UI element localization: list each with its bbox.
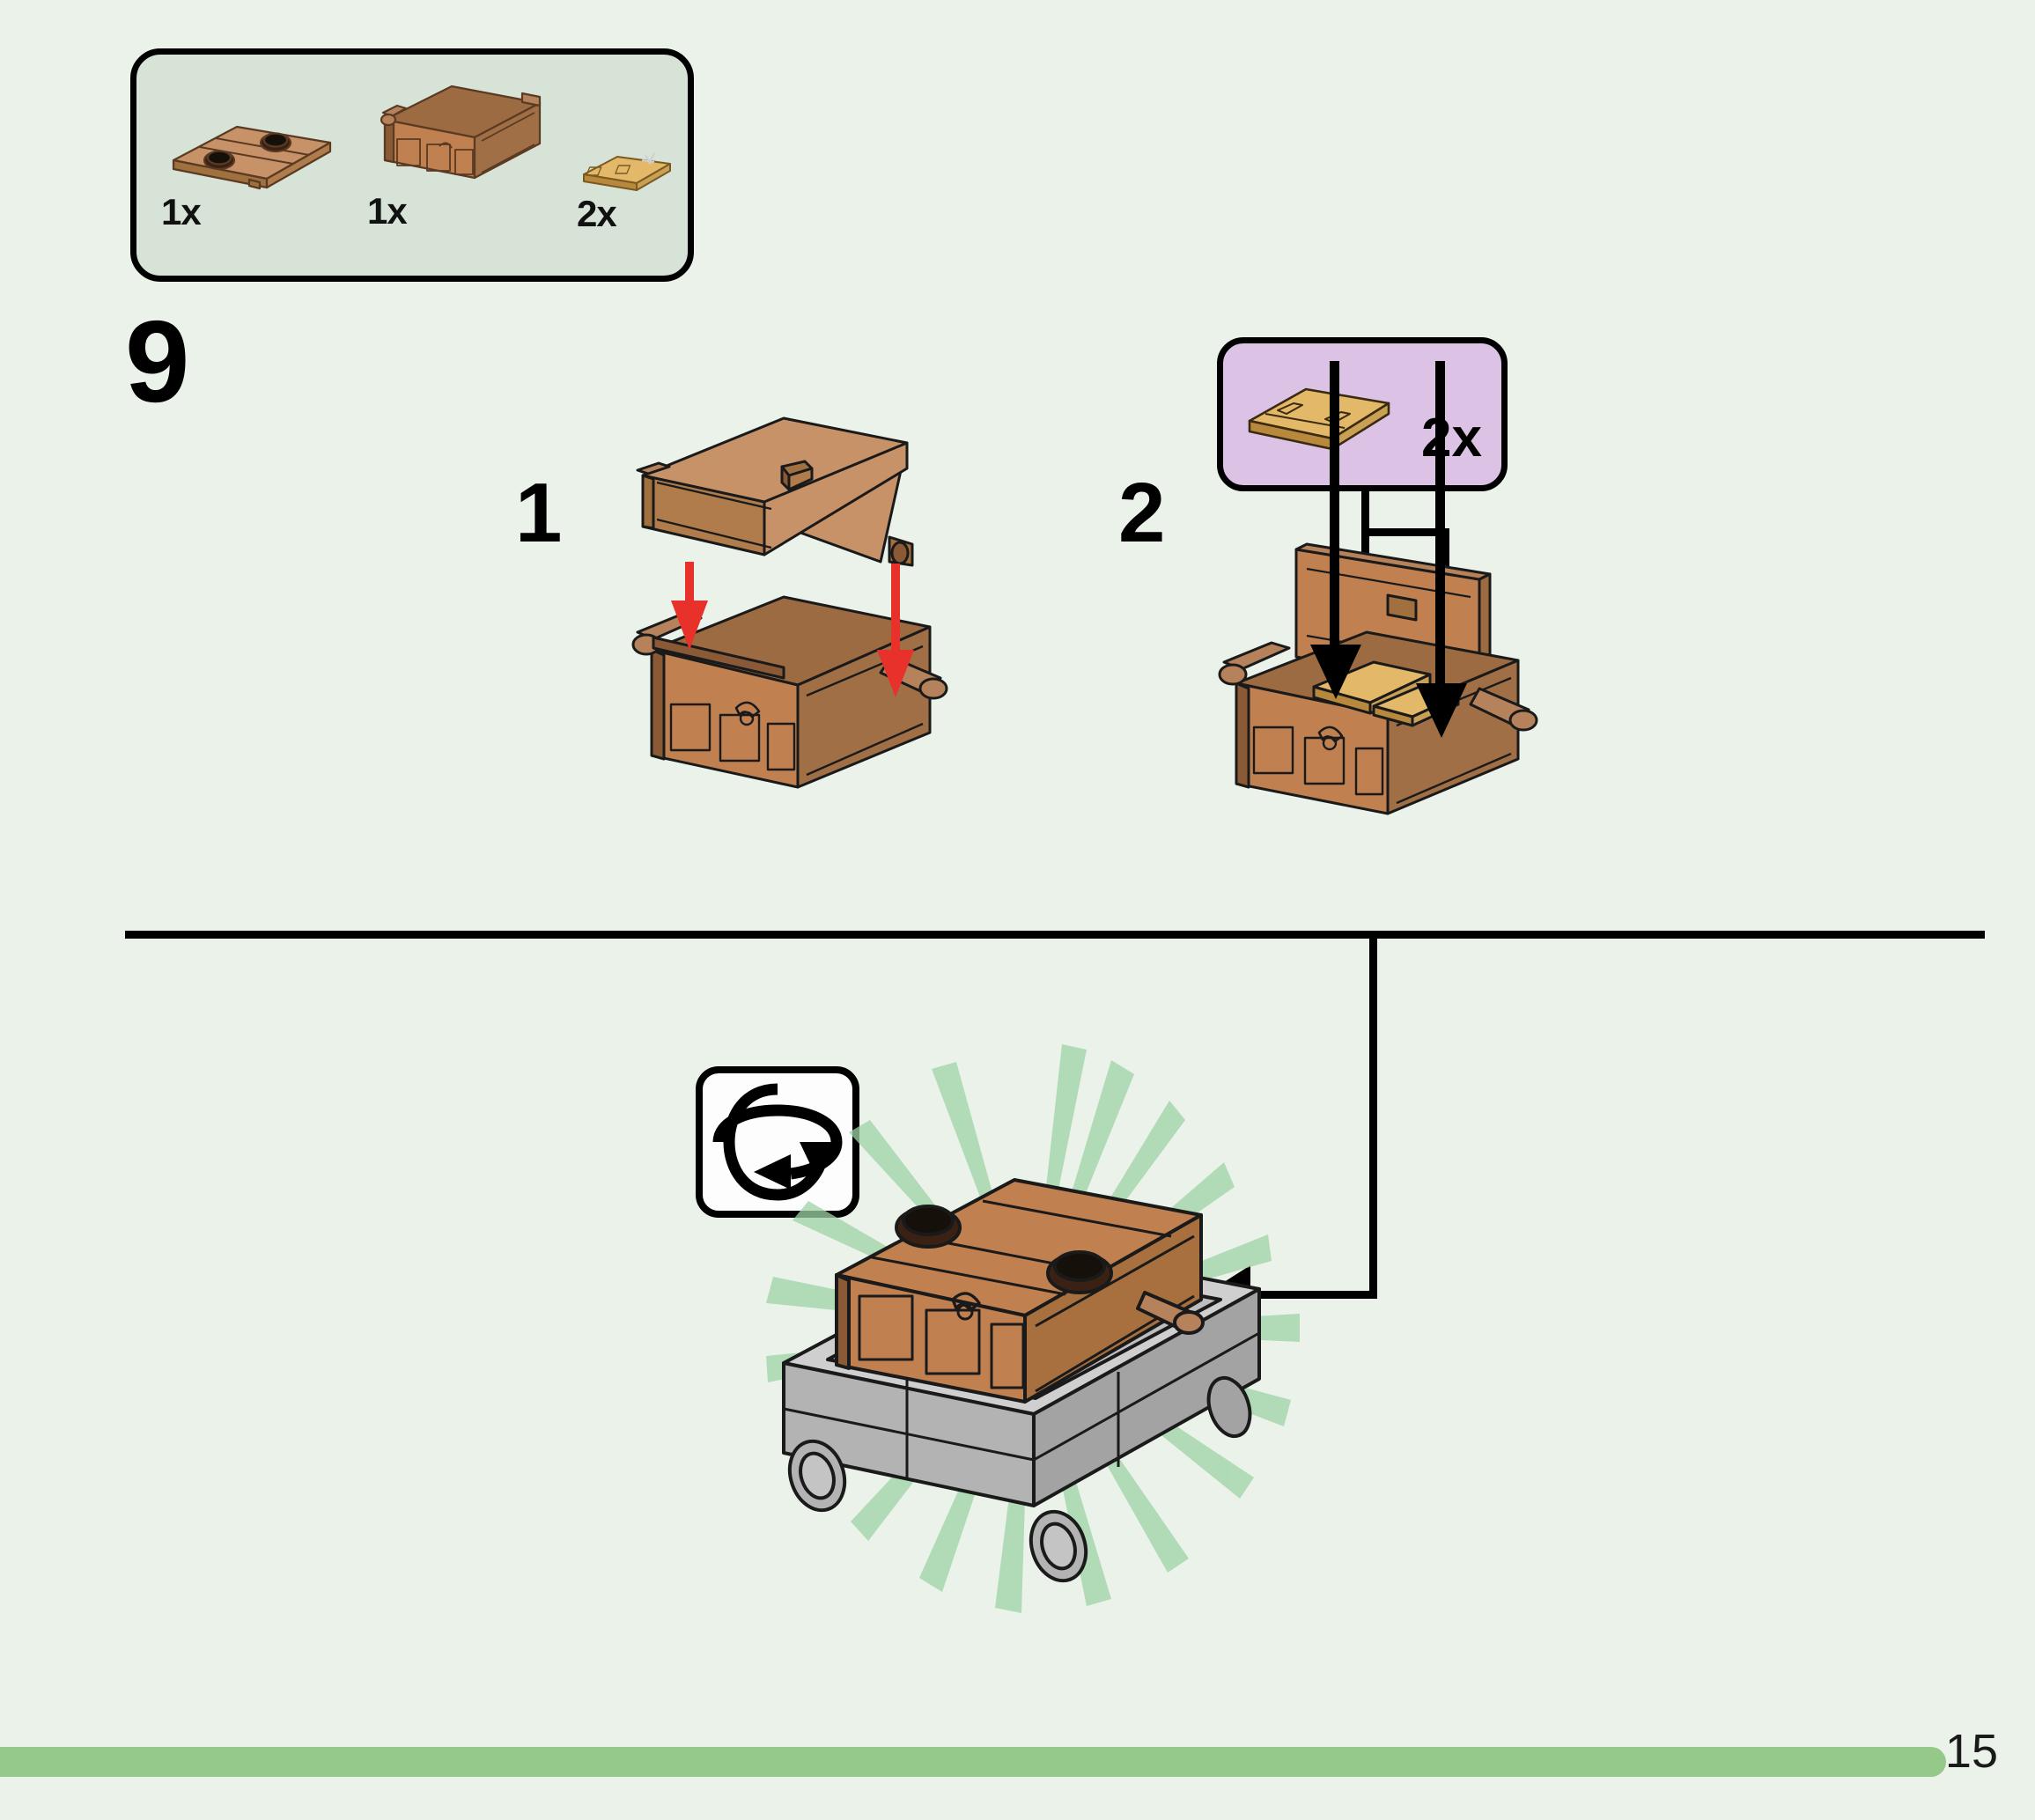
part-callout-box: 2x: [1217, 337, 1508, 491]
part-item-chest-base: 1x: [367, 74, 561, 230]
gold-ingot-callout-icon: [1248, 387, 1390, 451]
final-model-illustration: [731, 1039, 1330, 1620]
callout-leader-line-branch: [1361, 528, 1449, 536]
page-number: 15: [1944, 1725, 1998, 1778]
progress-bar: [0, 1747, 1946, 1777]
part-item-chest-lid: 1x: [161, 97, 346, 231]
rotate-model-icon: [696, 1066, 859, 1218]
callout-quantity-label: 2x: [1421, 408, 1482, 468]
part-item-gold-ingot: 2x: [577, 143, 691, 232]
minecart-with-chest-model: [782, 1178, 1261, 1583]
gold-ingot-icon: [577, 143, 691, 195]
chest-lid-part: [636, 416, 914, 567]
callout-leader-line-branch2: [1441, 528, 1449, 581]
substep-number-2: 2: [1118, 466, 1165, 560]
chest-lid-icon: [161, 97, 346, 194]
insertion-arrow-black: [1310, 361, 1467, 738]
result-connector-vertical: [1369, 935, 1377, 1296]
gold-ingot-inside: [1312, 660, 1460, 727]
assembly-arrow-red: [671, 562, 914, 697]
chest-on-cart: [835, 1178, 1205, 1404]
part-quantity-label: 1x: [367, 190, 408, 232]
substep-number-1: 1: [515, 466, 562, 560]
part-quantity-label: 1x: [161, 191, 202, 232]
substep-1-illustration: [616, 414, 1110, 872]
section-divider: [125, 931, 1985, 939]
step-number: 9: [125, 297, 189, 426]
result-connector-horizontal: [1233, 1291, 1377, 1299]
part-quantity-label: 2x: [577, 193, 617, 234]
parts-inventory-box: 1x: [130, 48, 694, 282]
parts-list: 1x: [136, 55, 688, 276]
substep-2-illustration: [1215, 361, 1585, 881]
chest-base-icon: [367, 74, 561, 193]
